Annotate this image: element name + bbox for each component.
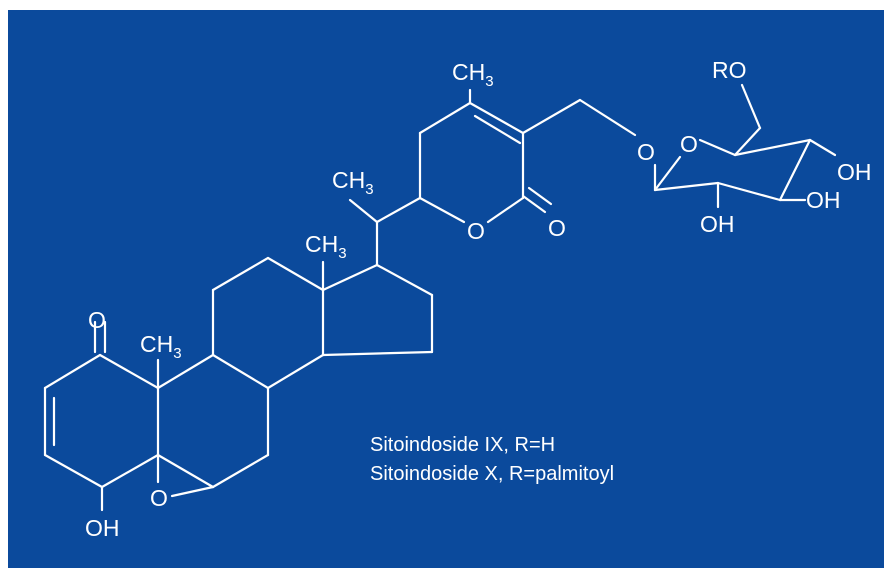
ketone-bond bbox=[93, 320, 107, 354]
atom-ro: RO bbox=[712, 57, 747, 83]
atom-oh-sugar-1: OH bbox=[837, 159, 872, 185]
caption-line-2: Sitoindoside X, R=palmitoyl bbox=[370, 463, 615, 485]
atom-o-glycosidic: O bbox=[637, 139, 655, 165]
caption-line-1: Sitoindoside IX, R=H bbox=[370, 434, 556, 456]
atom-o-ketone: O bbox=[88, 307, 106, 333]
atom-oh-sugar-3: OH bbox=[700, 211, 735, 237]
atom-o-lactone-ring: O bbox=[467, 218, 485, 244]
lactone-ring bbox=[418, 101, 525, 224]
sugar-substituents bbox=[716, 83, 837, 209]
atom-ch3-c21: CH3 bbox=[332, 167, 374, 198]
glycosidic-linker bbox=[521, 98, 637, 137]
epoxide-bonds bbox=[156, 453, 215, 498]
atom-o-lactone-carbonyl: O bbox=[548, 215, 566, 241]
ring-c bbox=[211, 256, 325, 390]
lactone-carbonyl-bond bbox=[521, 186, 553, 214]
ring-d bbox=[321, 263, 434, 357]
atom-o-epoxide: O bbox=[150, 485, 168, 511]
side-chain bbox=[348, 196, 422, 267]
atom-oh-ring-a: OH bbox=[85, 515, 120, 541]
diagram-panel bbox=[8, 10, 884, 568]
ring-b bbox=[156, 353, 270, 489]
atom-ch3-c13: CH3 bbox=[305, 231, 347, 262]
atom-ch3-c10: CH3 bbox=[140, 331, 182, 362]
atom-ch3-lactone: CH3 bbox=[452, 59, 494, 90]
atom-o-sugar-ring: O bbox=[680, 131, 698, 157]
ring-a bbox=[43, 353, 160, 489]
atom-oh-sugar-2: OH bbox=[806, 187, 841, 213]
sugar-ring bbox=[653, 138, 812, 202]
